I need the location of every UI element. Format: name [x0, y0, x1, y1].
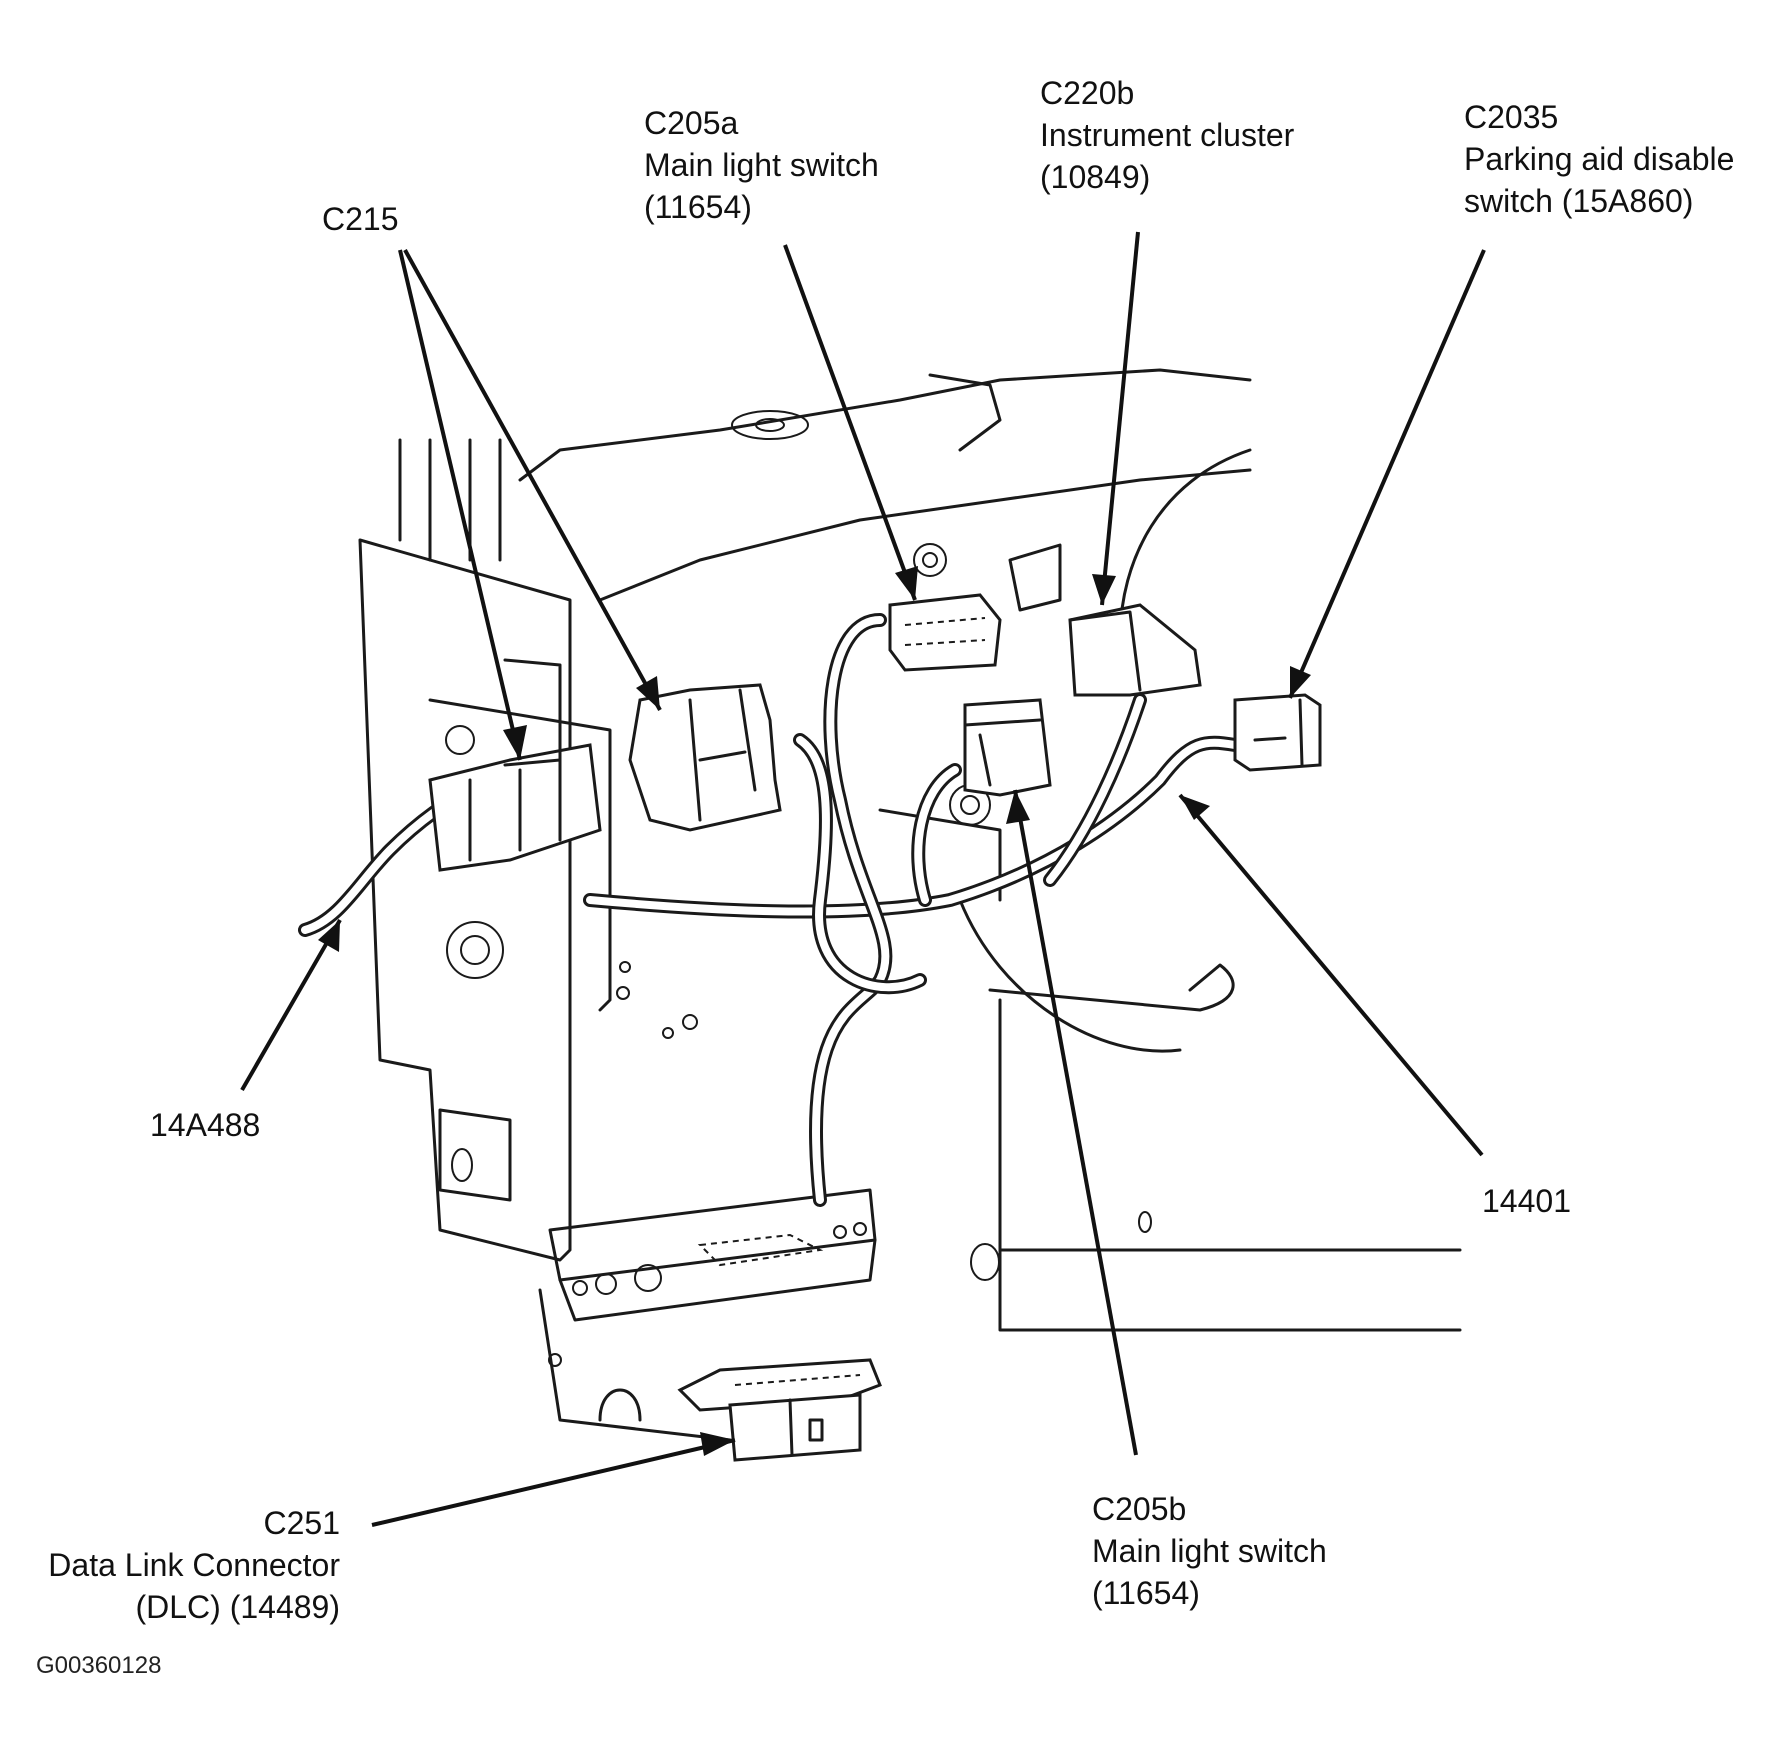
connector-c205a	[888, 543, 1002, 672]
callout-c205b-line-1: C205b	[1092, 1491, 1187, 1527]
figure-id: G00360128	[36, 1652, 162, 1679]
callout-14401-line-1: 14401	[1482, 1183, 1571, 1219]
callout-c2035-line-3: switch (15A860)	[1464, 183, 1694, 219]
callout-c215-line-1: C215	[322, 201, 399, 237]
callout-c205a-line-2: Main light switch	[644, 147, 879, 183]
callout-c251-line-1: C251	[263, 1505, 341, 1541]
wire-harness-14401	[298, 613, 1242, 1207]
callout-c220b: C220b Instrument cluster (10849)	[1040, 72, 1294, 198]
callout-c2035: C2035 Parking aid disable switch (15A860…	[1464, 96, 1734, 222]
callout-c205b-line-2: Main light switch	[1092, 1533, 1327, 1569]
callout-c251-line-3: (DLC) (14489)	[135, 1589, 340, 1625]
connector-c2035	[1233, 693, 1322, 772]
callout-c205b: C205b Main light switch (11654)	[1092, 1488, 1327, 1614]
callout-c205a: C205a Main light switch (11654)	[644, 102, 879, 228]
callout-c205b-line-3: (11654)	[1092, 1575, 1200, 1611]
callout-14401: 14401	[1482, 1180, 1571, 1222]
callout-c220b-line-3: (10849)	[1040, 159, 1151, 195]
arrow-heads	[318, 566, 1311, 1456]
callout-c2035-line-2: Parking aid disable	[1464, 141, 1735, 177]
connector-c215-right	[628, 683, 782, 832]
callout-c220b-line-1: C220b	[1040, 75, 1135, 111]
callout-c251-line-2: Data Link Connector	[48, 1547, 340, 1583]
callout-14a488: 14A488	[150, 1104, 260, 1146]
callout-c215: C215	[322, 198, 399, 240]
callout-14a488-line-1: 14A488	[150, 1107, 261, 1143]
callout-c251: C251 Data Link Connector (DLC) (14489)	[20, 1502, 340, 1628]
connector-c205b	[963, 698, 1052, 797]
connector-c220b	[1068, 603, 1202, 697]
callout-c205a-line-1: C205a	[644, 105, 739, 141]
connector-c215-left	[428, 658, 602, 872]
callout-c205a-line-3: (11654)	[644, 189, 752, 225]
callout-c2035-line-1: C2035	[1464, 99, 1559, 135]
callout-c220b-line-2: Instrument cluster	[1040, 117, 1295, 153]
leader-lines	[240, 231, 1486, 1527]
connector-c251-dlc	[677, 1358, 882, 1462]
